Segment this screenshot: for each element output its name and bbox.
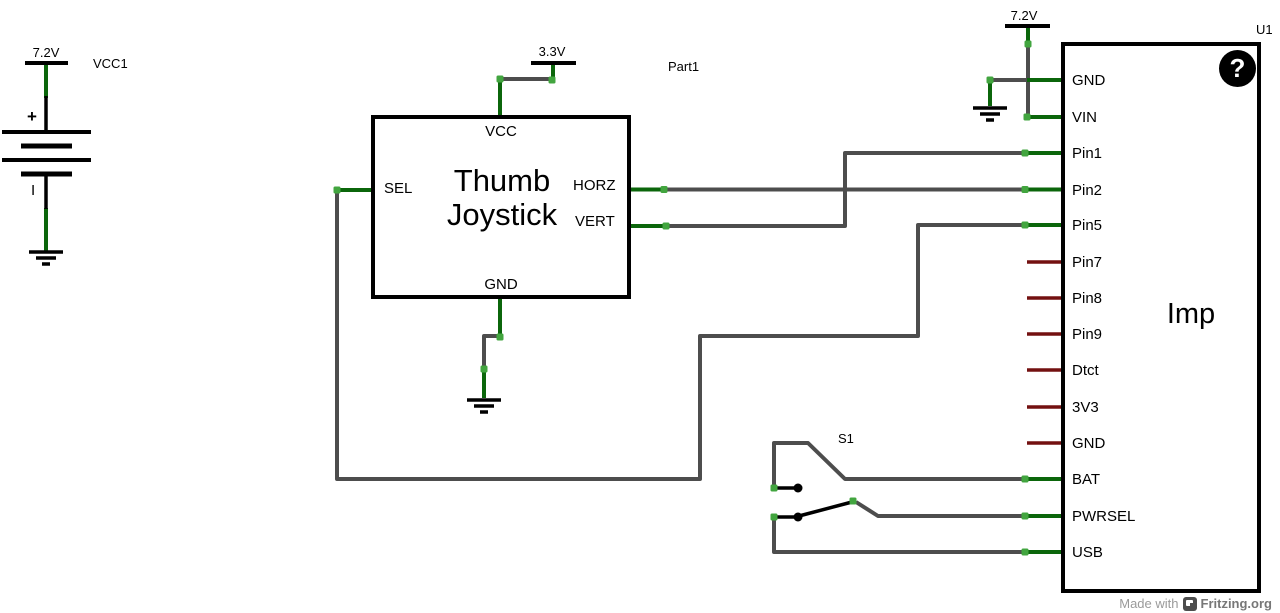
imp-pin-label-gnd: GND [1072,72,1106,89]
connector-dot [1021,149,1029,157]
wire-switch-to-bat [772,441,1025,488]
switch-s1 [770,483,857,522]
connector-dot [496,75,504,83]
switch-contact-dot [793,512,803,522]
fritzing-logo-icon [1182,596,1197,611]
joystick-name-line1: Thumb [453,163,551,198]
switch-lever [798,500,853,518]
imp-name: Imp [1166,298,1216,330]
connector-dot [1021,548,1029,556]
connector-dot [1021,475,1029,483]
switch-contact-dot [793,483,803,493]
joystick-designator: Part1 [668,59,700,74]
imp-designator: U1 [1256,22,1273,37]
imp-pin-label-bat: BAT [1072,471,1101,488]
wire-switch-to-pwrsel [854,500,1025,518]
connector-dot [480,365,488,373]
connector-dot [548,76,556,84]
switch-terminal [770,513,778,521]
imp-pin-label-3v3: 3V3 [1072,399,1099,416]
imp-pin-label-usb: USB [1072,544,1103,561]
joystick-body [371,115,631,299]
battery-voltage-label: 7.2V [32,45,60,60]
imp-pin-label-pin1: Pin1 [1072,145,1103,162]
connector-dot [1023,113,1031,121]
imp-pin-label-pin5: Pin5 [1072,217,1103,234]
imp-pin-label-pin7: Pin7 [1072,254,1103,271]
imp-pin-label-dtct: Dtct [1072,362,1099,379]
wires [335,44,1030,554]
watermark-prefix: Made with [1119,596,1179,611]
wire-vert-to-pin1 [665,151,1025,228]
joystick-pin-label-gnd: GND [484,276,518,293]
joystick-pin-label-horz: HORZ [573,177,616,194]
ground-symbol-imp [973,106,1007,122]
unconnected-pins [1027,260,1063,445]
wire-sel-to-pin5 [335,190,1025,481]
imp-supply-label: 7.2V [1010,8,1038,23]
switch-terminal [770,484,778,492]
imp-pin-label-pin8: Pin8 [1072,290,1103,307]
imp-pin-label-gnd2: GND [1072,435,1106,452]
connector-dot [496,333,504,341]
battery-symbol [2,96,91,209]
connector-dot [1021,512,1029,520]
imp-pin-label-pwrsel: PWRSEL [1072,508,1136,525]
joystick-pin-label-vert: VERT [575,213,615,230]
imp-pin-label-pin2: Pin2 [1072,182,1103,199]
battery-minus-label: I [31,182,36,199]
imp-pin-label-vin: VIN [1072,109,1098,126]
wire-switch-to-usb [772,519,1025,554]
connector-dots [333,40,1032,556]
joystick-pin-label-vcc: VCC [485,123,517,140]
connector-dot [662,222,670,230]
watermark-brand: Fritzing.org [1200,596,1273,611]
wire-joystick-gnd [482,334,500,370]
joystick-name-line2: Joystick [446,197,558,232]
ground-symbol-battery [29,250,63,266]
switch-terminal [849,497,857,505]
battery-designator: VCC1 [93,56,128,71]
joystick-pin-label-sel: SEL [384,180,413,197]
watermark: Made with Fritzing.org [1119,596,1272,611]
connector-dot [333,186,341,194]
imp-body [1061,42,1261,593]
connector-dot [986,76,994,84]
switch-designator: S1 [838,431,854,446]
connector-dot [1021,221,1029,229]
power-3v3-label: 3.3V [538,44,566,59]
imp-pin-label-pin9: Pin9 [1072,326,1103,343]
ground-symbol-joystick [467,398,501,414]
connector-dot [1024,40,1032,48]
connector-dot [1021,186,1029,193]
connector-dot [660,186,668,193]
help-icon: ? [1219,50,1256,87]
power-flags [25,24,1050,65]
battery-plus-label: + [27,107,37,126]
